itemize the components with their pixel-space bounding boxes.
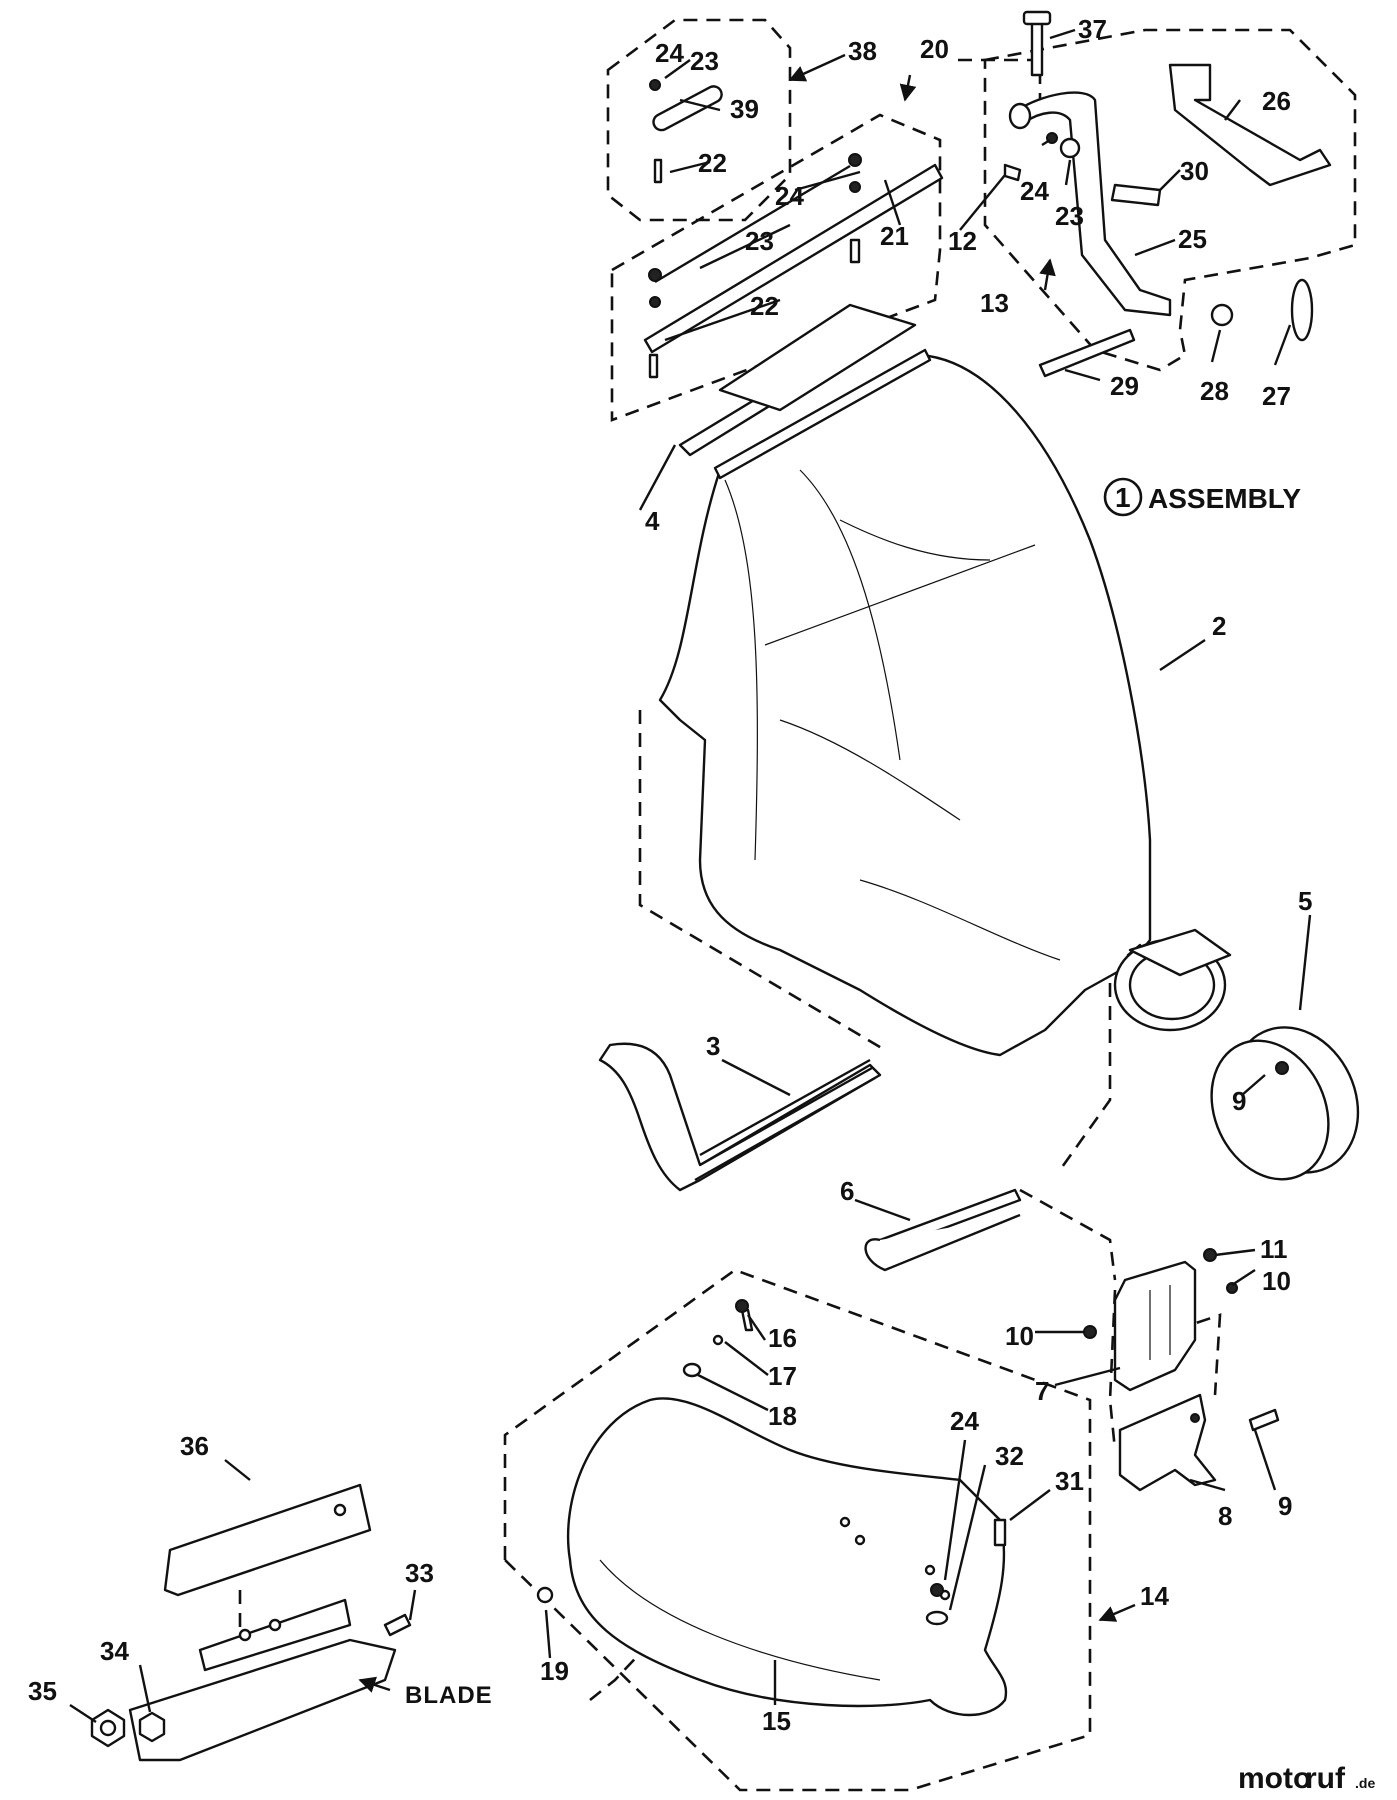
boundary-group-38 [606, 18, 792, 222]
bracket-26 [1168, 63, 1332, 187]
handle-25 [1008, 10, 1172, 317]
callout-2: 2 [1212, 611, 1226, 641]
callout-29: 29 [1110, 371, 1139, 401]
callout-10: 10 [1005, 1321, 1034, 1351]
fasteners-handle [1003, 132, 1314, 378]
grass-bag-2 [658, 348, 1232, 1057]
callout-22: 22 [750, 291, 779, 321]
assembly-title: 1 ASSEMBLY [1103, 477, 1301, 517]
assembly-label: ASSEMBLY [1148, 483, 1301, 514]
shaft-assembly-20 [643, 153, 944, 379]
callout-31: 31 [1055, 1466, 1084, 1496]
fasteners-bracket [1083, 1248, 1280, 1432]
bag-guide-dash [638, 710, 886, 1052]
callout-39: 39 [730, 94, 759, 124]
callout-24: 24 [655, 38, 684, 68]
callout-13: 13 [980, 288, 1009, 318]
assembly-number: 1 [1115, 482, 1131, 513]
callout-37: 37 [1078, 14, 1107, 44]
callout-15: 15 [762, 1706, 791, 1736]
frame-rods-3 [598, 1042, 882, 1192]
callout-23: 23 [690, 46, 719, 76]
callout-28: 28 [1200, 376, 1229, 406]
callout-24: 24 [1020, 176, 1049, 206]
bracket-link-dash-2 [1174, 1313, 1222, 1396]
callout-12: 12 [948, 226, 977, 256]
fasteners-deflector [682, 1299, 1007, 1626]
callout-38: 38 [848, 36, 877, 66]
callout-18: 18 [768, 1401, 797, 1431]
bracket-guide-dash [1019, 1188, 1117, 1281]
callout-23: 23 [745, 226, 774, 256]
mulching-plate-36 [163, 1483, 372, 1597]
callout-35: 35 [28, 1676, 57, 1706]
watermark-moto: moto [1238, 1762, 1311, 1795]
callout-24: 24 [775, 181, 804, 211]
callout-9: 9 [1278, 1491, 1292, 1521]
blade-hardware [90, 1613, 412, 1748]
watermark-tld: .de [1355, 1775, 1375, 1791]
callout-7: 7 [1035, 1376, 1049, 1406]
callout-10: 10 [1262, 1266, 1291, 1296]
callout-27: 27 [1262, 381, 1291, 411]
callout-19: 19 [540, 1656, 569, 1686]
callout-32: 32 [995, 1441, 1024, 1471]
callout-4: 4 [645, 506, 660, 536]
boundary-group-14 [503, 1268, 1092, 1792]
callout-34: 34 [100, 1636, 129, 1666]
callout-21: 21 [880, 221, 909, 251]
bracket-link-dash [1108, 1289, 1117, 1451]
callout-22: 22 [698, 148, 727, 178]
boundary-group-20 [610, 113, 942, 422]
fastener-link-dash [958, 58, 1042, 100]
callout-36: 36 [180, 1431, 209, 1461]
callout-5: 5 [1298, 886, 1312, 916]
callout-9: 9 [1232, 1086, 1246, 1116]
bag-frame-guide-dash [1058, 960, 1112, 1171]
leader-lines [69, 28, 1312, 1724]
bracket-7 [1113, 1260, 1197, 1392]
deflector-15 [536, 1397, 1008, 1717]
callout-30: 30 [1180, 156, 1209, 186]
watermark: moto ruf .de [1238, 1762, 1375, 1795]
watermark-ruf: ruf [1305, 1762, 1346, 1795]
callout-24: 24 [950, 1406, 979, 1436]
hinge-rod-4 [638, 303, 917, 511]
callout-6: 6 [840, 1176, 854, 1206]
callout-16: 16 [768, 1323, 797, 1353]
boundary-group-handle [983, 28, 1357, 372]
callout-33: 33 [405, 1558, 434, 1588]
callout-26: 26 [1262, 86, 1291, 116]
bag-ring-5 [1210, 1026, 1360, 1181]
callout-3: 3 [706, 1031, 720, 1061]
pin-set-38 [649, 79, 723, 184]
callout-11: 11 [1260, 1234, 1288, 1264]
blade [128, 1598, 397, 1762]
callout-numbers: 38 24 23 39 22 20 24 23 21 22 37 26 24 2… [28, 14, 1312, 1736]
callout-14: 14 [1140, 1581, 1169, 1611]
assembly-number-circle [1103, 477, 1143, 517]
callout-17: 17 [768, 1361, 797, 1391]
callout-20: 20 [920, 34, 949, 64]
callout-8: 8 [1218, 1501, 1232, 1531]
rod-6 [864, 1188, 1022, 1272]
blade-label: BLADE [405, 1682, 493, 1709]
callout-25: 25 [1178, 224, 1207, 254]
callout-23: 23 [1055, 201, 1084, 231]
bracket-8 [1118, 1393, 1217, 1492]
